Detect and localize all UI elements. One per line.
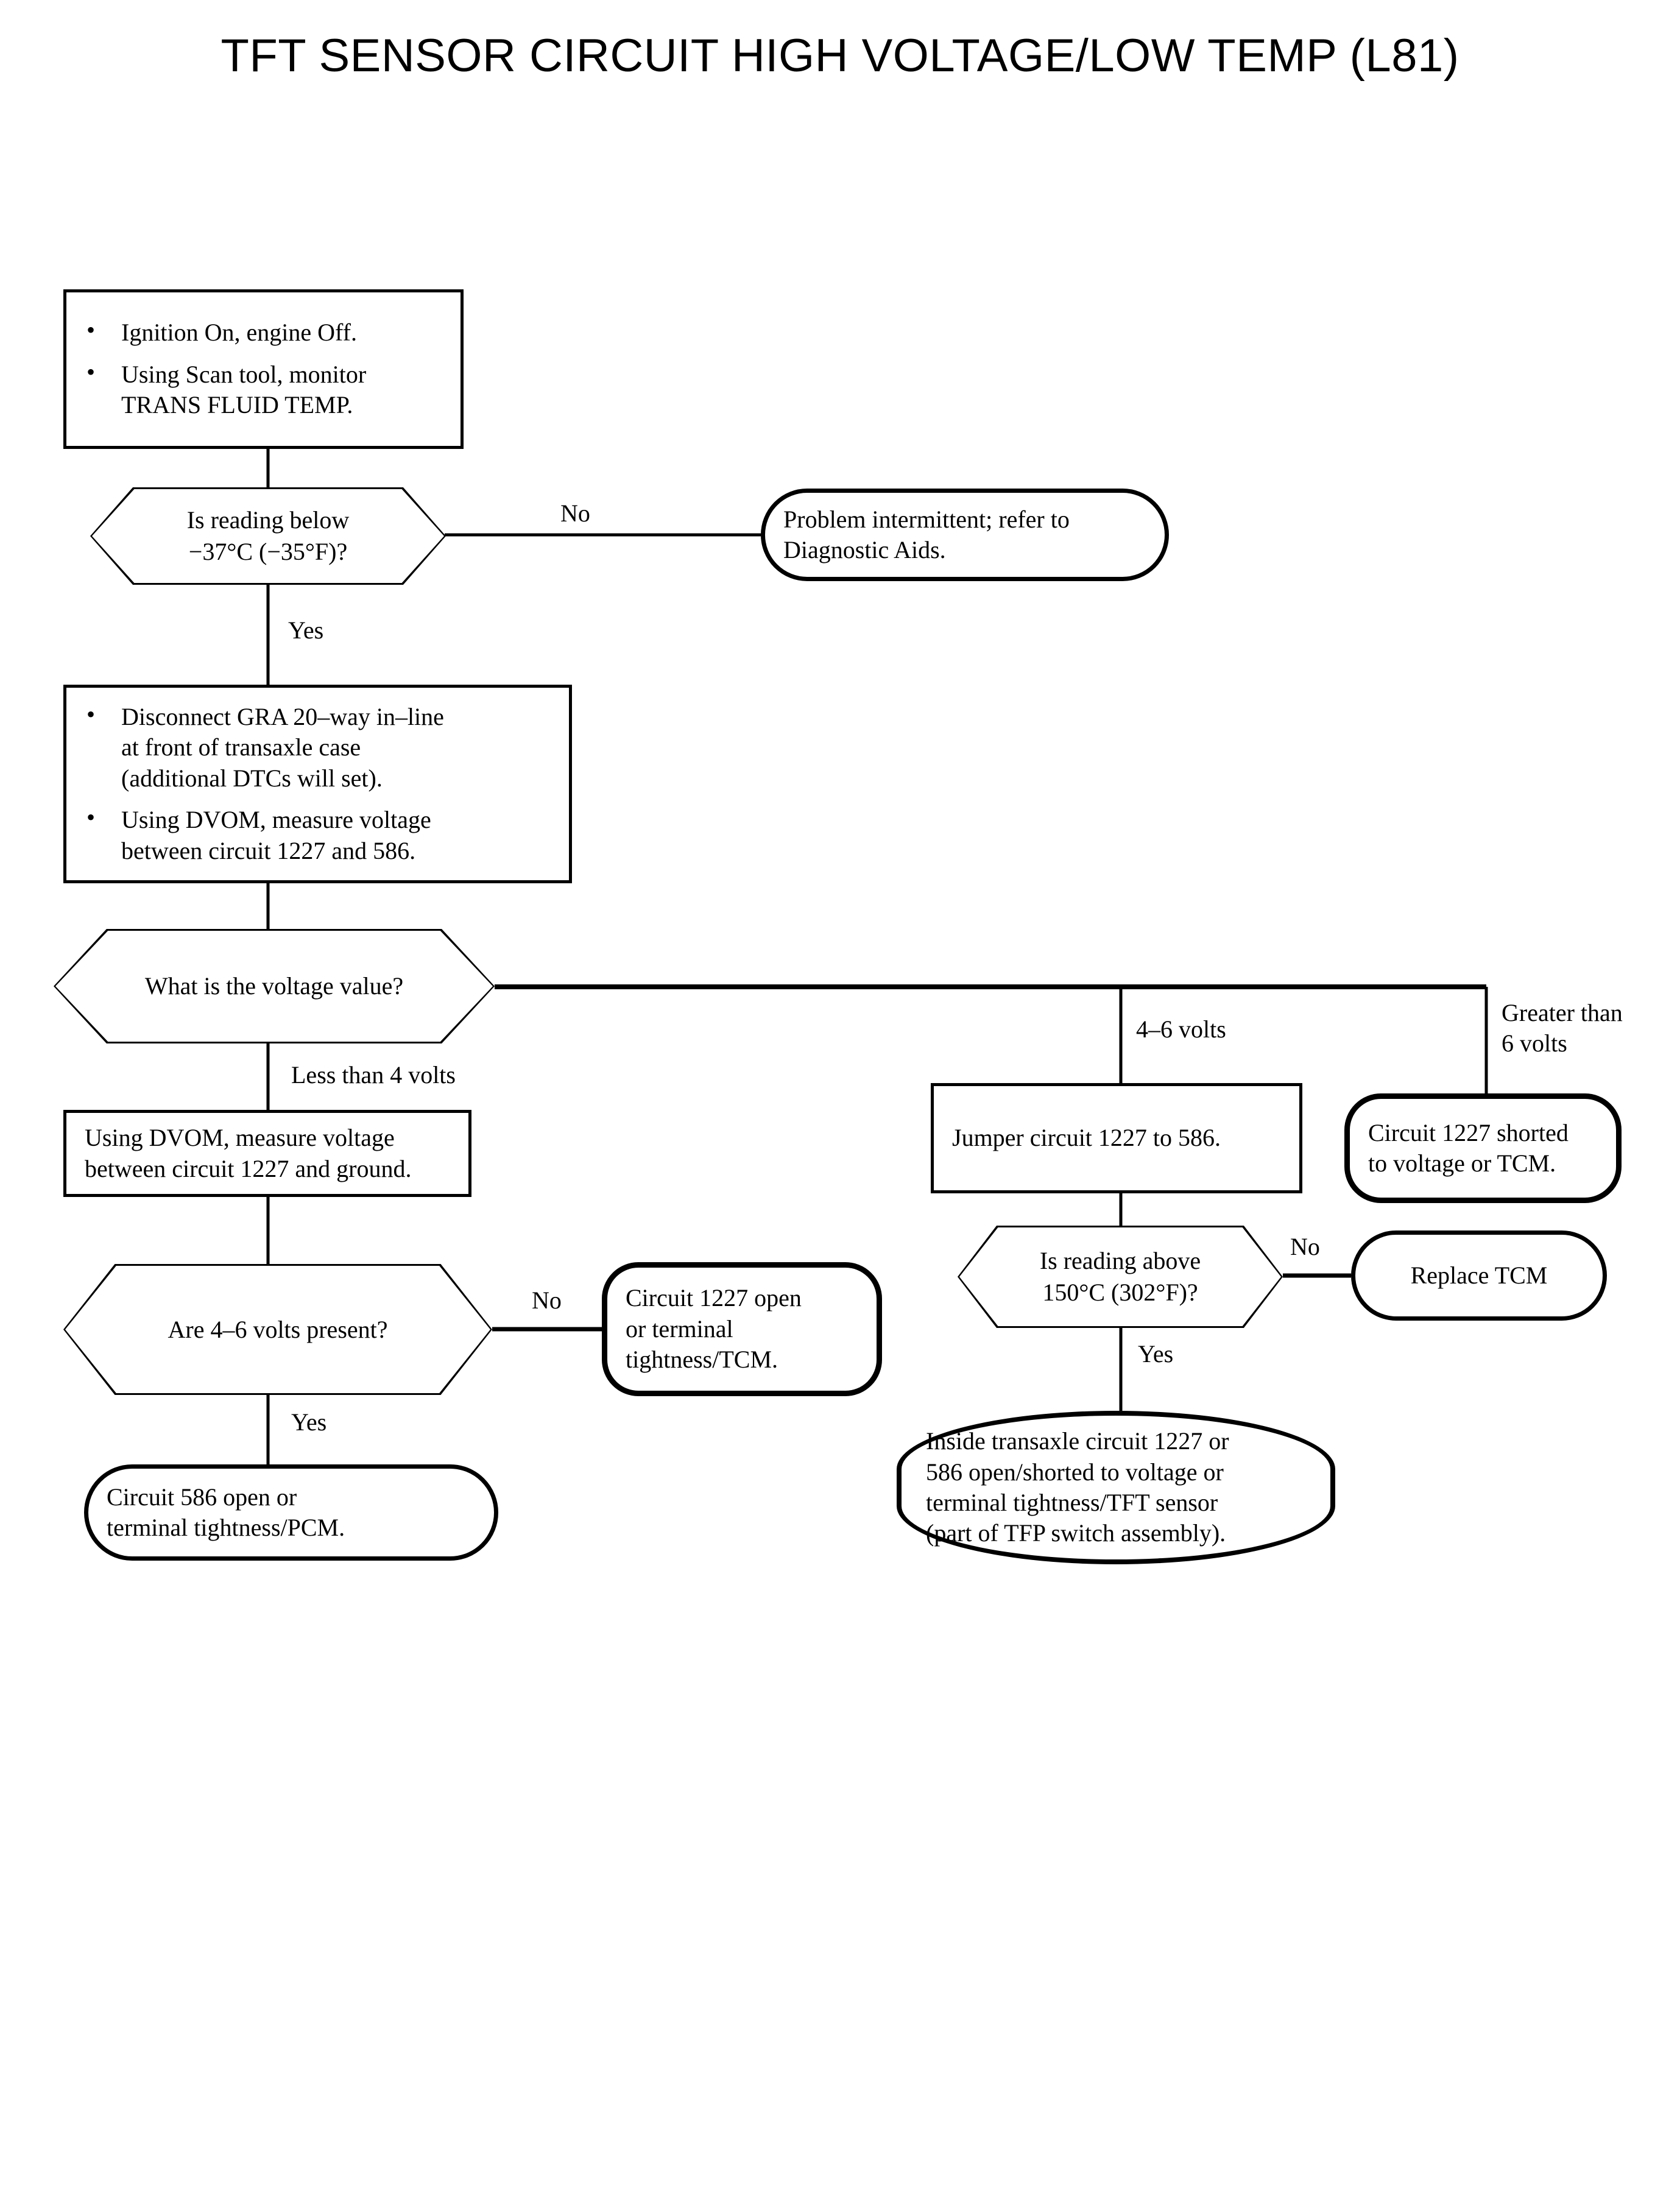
list-item: Disconnect GRA 20–way in–line at front o… [66,699,569,794]
terminator-circuit-1227-open[interactable]: Circuit 1227 open or terminal tightness/… [602,1262,882,1396]
process-label: Using DVOM, measure voltage between circ… [85,1124,412,1182]
terminator-label: Circuit 1227 open or terminal tightness/… [626,1284,802,1374]
process-box-initial-checks[interactable]: Ignition On, engine Off. Using Scan tool… [63,289,464,449]
process-label: Jumper circuit 1227 to 586. [952,1124,1221,1152]
edge-label-no-1: No [560,500,590,527]
edge-label-no-3: No [1290,1233,1320,1260]
decision-label: Is reading above 150°C (302°F)? [1039,1247,1201,1306]
hexagon-fill [55,931,493,1042]
edge-label-yes-2: Yes [291,1408,327,1436]
terminator-circuit-1227-shorted[interactable]: Circuit 1227 shorted to voltage or TCM. [1344,1093,1622,1203]
decision-label: Is reading below −37°C (−35°F)? [186,506,350,565]
process-box-jumper-1227-to-586[interactable]: Jumper circuit 1227 to 586. [931,1083,1302,1193]
terminator-inside-transaxle[interactable]: Inside transaxle circuit 1227 or 586 ope… [897,1411,1335,1564]
edge-label-no-2: No [532,1287,562,1314]
hexagon-fill [92,489,444,583]
hexagon-fill [959,1227,1281,1326]
decision-label: Are 4–6 volts present? [168,1315,388,1343]
process-box-disconnect-gra[interactable]: Disconnect GRA 20–way in–line at front o… [63,685,572,883]
terminator-replace-tcm[interactable]: Replace TCM [1351,1230,1607,1321]
edge-label-4-6-volts: 4–6 volts [1136,1015,1226,1043]
process-box-measure-1227-to-ground[interactable]: Using DVOM, measure voltage between circ… [63,1110,471,1197]
terminator-label: Circuit 1227 shorted to voltage or TCM. [1368,1118,1569,1177]
decision-label: What is the voltage value? [144,972,404,1000]
terminator-label: Inside transaxle circuit 1227 or 586 ope… [926,1427,1229,1547]
hexagon-fill [65,1266,490,1393]
terminator-problem-intermittent[interactable]: Problem intermittent; refer to Diagnosti… [761,489,1169,581]
edge-label-greater-than-6-volts: Greater than 6 volts [1502,999,1623,1057]
terminator-label: Problem intermittent; refer to Diagnosti… [783,505,1070,563]
edge-label-less-than-4-volts: Less than 4 volts [291,1061,456,1089]
edge-label-yes-1: Yes [288,616,324,644]
list-item: Using DVOM, measure voltage between circ… [66,802,569,866]
decision-are-4-6-volts-present[interactable]: Are 4–6 volts present? [63,1264,492,1395]
terminator-label: Circuit 586 open or terminal tightness/P… [107,1483,345,1541]
decision-reading-below-threshold[interactable]: Is reading below −37°C (−35°F)? [90,487,446,585]
decision-what-is-voltage-value[interactable]: What is the voltage value? [54,929,495,1043]
decision-reading-above-150c[interactable]: Is reading above 150°C (302°F)? [958,1226,1283,1328]
terminator-label: Replace TCM [1410,1261,1548,1289]
list-item: Ignition On, engine Off. [66,315,461,348]
list-item: Using Scan tool, monitor TRANS FLUID TEM… [66,357,461,421]
initial-checks-list: Ignition On, engine Off. Using Scan tool… [66,315,461,421]
page-title: TFT SENSOR CIRCUIT HIGH VOLTAGE/LOW TEMP… [221,30,1459,82]
disconnect-steps-list: Disconnect GRA 20–way in–line at front o… [66,699,569,866]
terminator-circuit-586-open[interactable]: Circuit 586 open or terminal tightness/P… [84,1464,498,1561]
edge-label-yes-3: Yes [1138,1340,1174,1368]
